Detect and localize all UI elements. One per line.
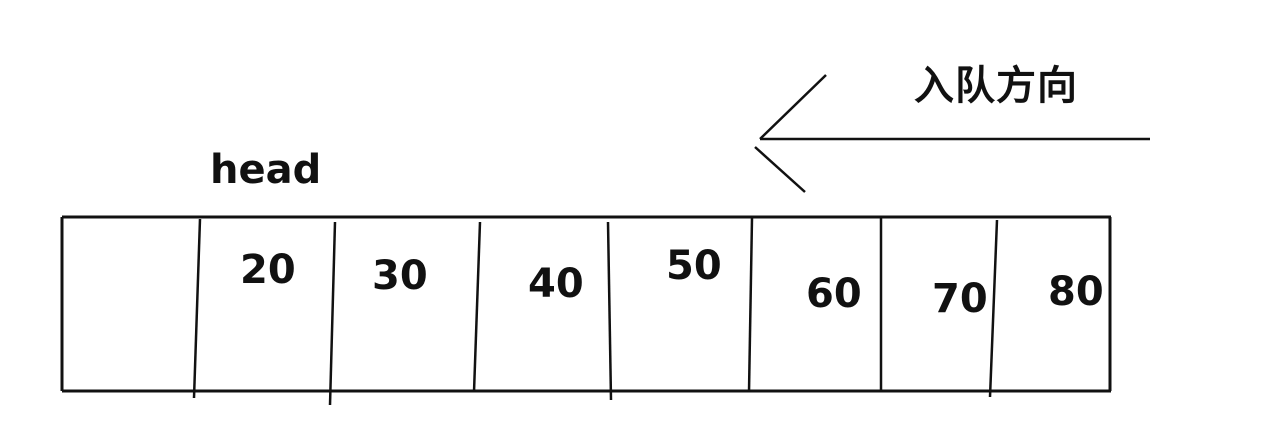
cell-divider — [988, 219, 999, 398]
cell-value: 80 — [1048, 269, 1104, 315]
cell-value: 50 — [666, 243, 722, 289]
cell-value: 30 — [372, 253, 428, 299]
cell-divider — [192, 218, 202, 399]
enqueue-direction-label: 入队方向 — [914, 63, 1078, 109]
head-pointer-label: head — [210, 147, 322, 193]
cell-divider — [472, 221, 482, 393]
cell-divider — [328, 221, 337, 406]
direction-arrow-head-lower — [754, 146, 806, 193]
cell-divider — [606, 221, 613, 401]
cell-value: 40 — [528, 261, 584, 307]
cell-divider — [747, 217, 754, 393]
cell-value: 70 — [932, 276, 988, 322]
direction-arrow-head-upper — [759, 74, 827, 140]
cell-value: 20 — [240, 247, 296, 293]
cell-value: 60 — [806, 271, 862, 317]
